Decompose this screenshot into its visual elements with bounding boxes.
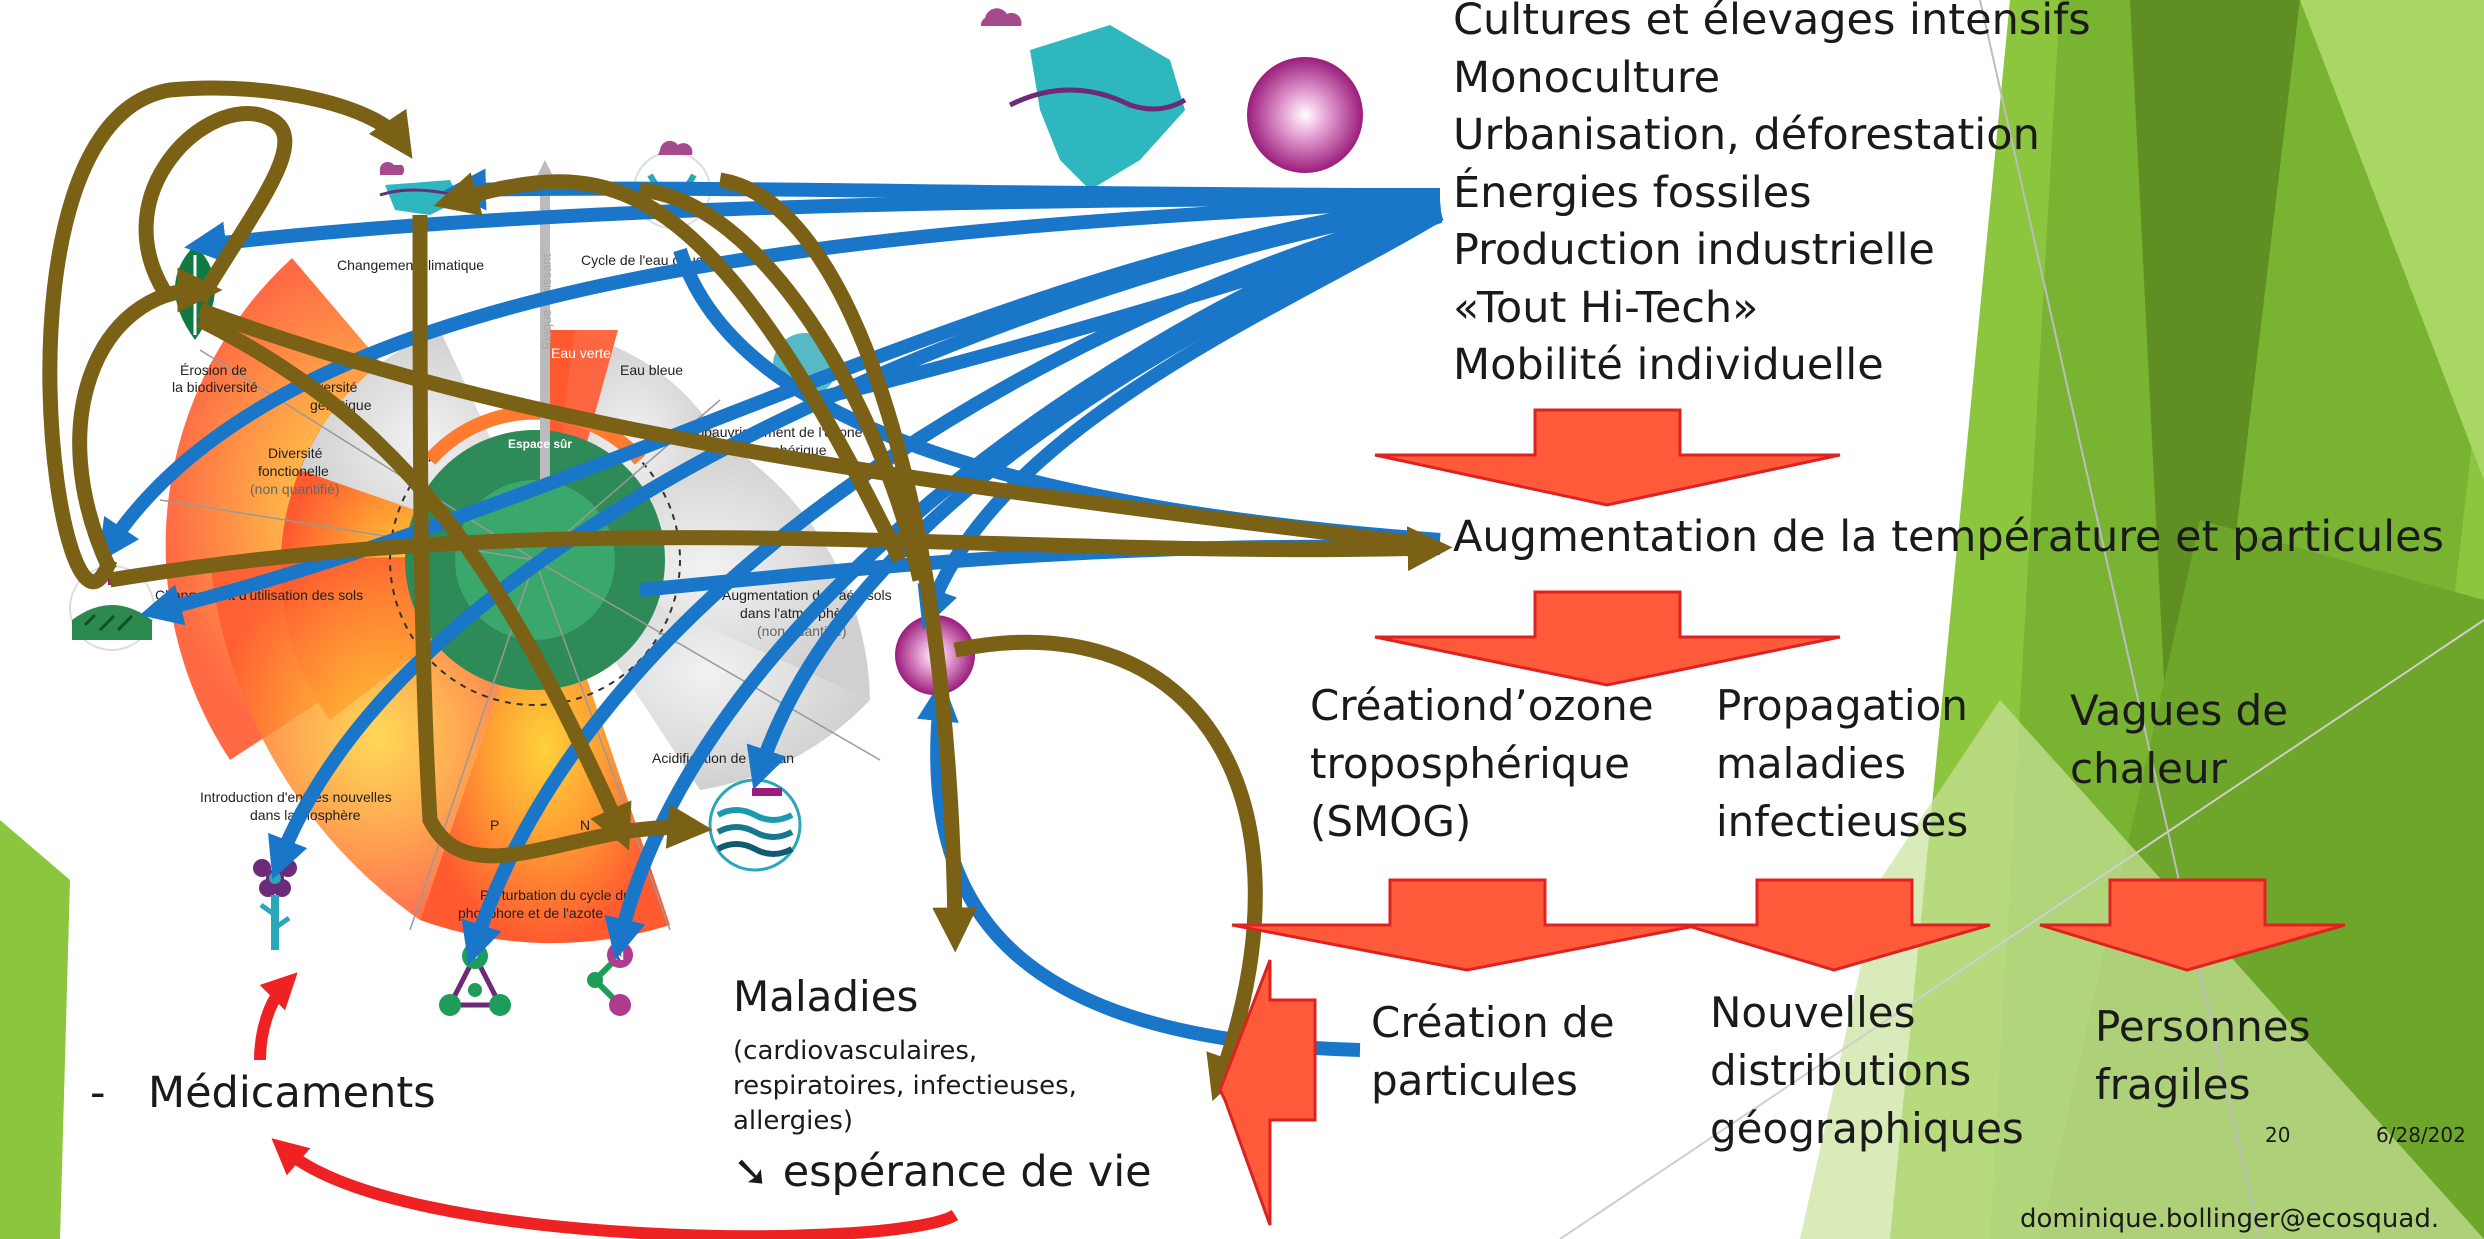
- label-biosphere-1: Érosion de: [180, 362, 247, 378]
- block-arrows: [1218, 408, 2346, 1226]
- label-blue-water: Eau bleue: [620, 362, 683, 378]
- effect-propagation: Propagation maladies infectieuses: [1716, 677, 1968, 851]
- diseases-detail-line: allergies): [733, 1106, 854, 1136]
- consequence-particles-line: particules: [1371, 1056, 1578, 1105]
- driver-item: Énergies fossiles: [1453, 167, 1812, 218]
- arrow-particles-to-aerosols: [917, 679, 1361, 1057]
- diseases-title: Maladies: [733, 972, 919, 1021]
- driver-item: Mobilité individuelle: [1453, 340, 1884, 390]
- footer-email: dominique.bollinger@ecosquad.: [2020, 1204, 2440, 1234]
- effect-heat-line: Vagues de: [2070, 686, 2289, 735]
- medication-dash: -: [90, 1068, 106, 1118]
- arrow-to-functional: [98, 193, 1441, 563]
- driver-item: Cultures et élevages intensifs: [1453, 0, 2091, 45]
- block-arrow-down-2: [1374, 590, 1841, 687]
- effect-ozone-line: Créationd’ozone: [1310, 681, 1654, 730]
- arrow-water-to-maladies: [718, 172, 978, 953]
- green-panel-light: [2300, 0, 2484, 480]
- arrow-bio-to-temperature: [197, 302, 1431, 553]
- arrow-life-to-medication: [271, 1138, 959, 1239]
- label-nutrients-1: Perturbation du cycle du: [480, 887, 631, 903]
- arrow-bio-to-acid: [196, 313, 632, 851]
- medication-label: Médicaments: [148, 1068, 436, 1118]
- label-climate: Changement climatique: [337, 257, 484, 273]
- block-arrow-heat: [2039, 878, 2346, 972]
- arrow-to-novel-entities: [268, 198, 1442, 880]
- consequence-particles-line: Création de: [1371, 998, 1615, 1047]
- block-arrow-propagation: [1684, 878, 1991, 972]
- block-arrow-left: [1218, 959, 1317, 1226]
- drivers-list: Cultures et élevages intensifs Monocultu…: [1453, 0, 2091, 395]
- red-arrows: [254, 972, 959, 1239]
- risk-arrow: [540, 180, 550, 480]
- arrow-climate-to-ocean: [412, 214, 713, 864]
- diseases-detail-line: respiratoires, infectieuses,: [733, 1071, 1077, 1101]
- arrow-to-ocean: [746, 205, 1443, 790]
- label-functional-1: Diversité: [268, 445, 323, 461]
- consequence-distributions: Nouvelles distributions géographiques: [1710, 984, 2024, 1158]
- effect-ozone-line: troposphérique: [1310, 739, 1630, 788]
- consequence-fragile-line: fragiles: [2095, 1060, 2251, 1109]
- consequence-fragile-line: Personnes: [2095, 1002, 2311, 1051]
- olive-arrows: [42, 80, 1453, 1102]
- label-functional-3: (non quantifié): [250, 481, 340, 497]
- label-phosphorus: P: [490, 817, 499, 833]
- arrow-aerosols-to-particles: [953, 634, 1263, 1102]
- effect-heat-line: chaleur: [2070, 744, 2227, 793]
- label-functional-2: fonctionelle: [258, 463, 329, 479]
- diseases-details: (cardiovasculaires, respiratoires, infec…: [733, 1034, 1077, 1139]
- left-green-sliver: [0, 820, 70, 1239]
- label-aerosols-2: dans l'atmosphère: [740, 605, 854, 621]
- decor-line: [1979, 0, 2261, 1239]
- arrow-water-to-aerosols: [639, 182, 928, 582]
- diseases-detail-line: (cardiovasculaires,: [733, 1036, 978, 1066]
- effect-heat: Vagues de chaleur: [2070, 682, 2288, 798]
- page-number: 20: [2265, 1123, 2291, 1147]
- consequence-particles: Création de particules: [1371, 994, 1615, 1110]
- temperature-label: Augmentation de la température et partic…: [1453, 512, 2444, 562]
- label-novel-1: Introduction d'entités nouvelles: [200, 789, 392, 805]
- block-arrow-ozone: [1231, 878, 1701, 972]
- consequence-fragile: Personnes fragiles: [2095, 998, 2310, 1114]
- life-expectancy: ➘ espérance de vie: [733, 1147, 1152, 1197]
- blue-arrows: [98, 168, 1444, 1057]
- climate-iceberg-icon: [980, 8, 1187, 190]
- ocean-acidification-icon: [708, 778, 802, 872]
- block-arrow-down-1: [1374, 408, 1841, 507]
- driver-item: Monoculture: [1453, 52, 1721, 103]
- decor-line: [1559, 619, 2484, 1239]
- label-biosphere-2: la biodiversité: [172, 379, 258, 395]
- label-ozone-1: Appauvrissement de l'ozone: [687, 424, 863, 440]
- label-green-water: Eau verte: [551, 345, 611, 361]
- arrow-to-temperature: [108, 526, 1453, 588]
- label-safe-space: Espace sûr: [508, 437, 572, 451]
- arrow-loop-biodiversity: [138, 106, 293, 305]
- arrow-to-globe: [808, 209, 1443, 407]
- effect-propagation-line: Propagation: [1716, 681, 1968, 730]
- consequence-distributions-line: géographiques: [1710, 1104, 2024, 1153]
- driver-item: Production industrielle: [1453, 225, 1935, 275]
- arrow-to-climate-2: [433, 172, 907, 564]
- arrow-to-biodiversity: [184, 191, 1441, 264]
- driver-item: Urbanisation, déforestation: [1453, 110, 2040, 160]
- arrow-medication-up: [254, 972, 298, 1061]
- effect-ozone-line: (SMOG): [1310, 797, 1472, 846]
- aerosol-large-icon: [1247, 57, 1363, 173]
- arrow-land-to-climate: [42, 80, 413, 590]
- arrow-land-to-biodiversity: [72, 267, 223, 574]
- effect-propagation-line: maladies: [1716, 739, 1907, 788]
- arrow-to-aerosols: [917, 208, 1444, 630]
- consequence-distributions-line: Nouvelles: [1710, 988, 1916, 1037]
- slide-date: 6/28/202: [2376, 1123, 2466, 1147]
- effect-ozone: Créationd’ozone troposphérique (SMOG): [1310, 677, 1654, 851]
- green-panel-pale: [1800, 700, 2484, 1239]
- label-nitrogen: N: [580, 817, 590, 833]
- effect-propagation-line: infectieuses: [1716, 797, 1969, 846]
- driver-item: «Tout Hi-Tech»: [1453, 282, 1759, 333]
- consequence-distributions-line: distributions: [1710, 1046, 1972, 1095]
